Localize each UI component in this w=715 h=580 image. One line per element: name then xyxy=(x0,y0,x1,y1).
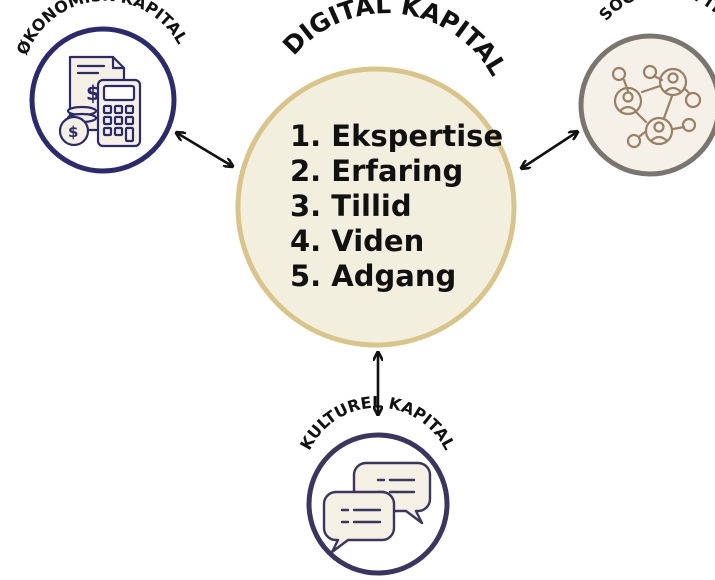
digital-kapital-node: DIGITAL KAPITAL 1. Ekspertise 2. Erfarin… xyxy=(235,0,517,348)
okonomisk-kapital-node: ØKONOMISK KAPITAL $ $ xyxy=(13,0,192,174)
arrow-okonomisk-digital xyxy=(177,133,232,166)
social-kapital-node: SOCIAL KAPITAL xyxy=(578,0,715,177)
svg-text:$: $ xyxy=(86,81,100,105)
chat-bubbles-icon xyxy=(322,461,432,554)
kulturel-kapital-node: KULTUREL KAPITAL xyxy=(296,393,459,576)
svg-text:$: $ xyxy=(68,123,78,141)
social-kapital-circle xyxy=(578,33,715,177)
digital-item-2: 2. Erfaring xyxy=(290,154,463,188)
arrow-digital-social xyxy=(522,132,577,168)
digital-item-1: 1. Ekspertise xyxy=(290,119,503,153)
digital-item-3: 3. Tillid xyxy=(290,189,412,223)
digital-item-4: 4. Viden xyxy=(290,224,424,258)
network-people-icon xyxy=(611,64,702,149)
connector-arrows xyxy=(177,132,577,414)
digital-item-5: 5. Adgang xyxy=(290,259,456,293)
digital-kapital-circle xyxy=(235,66,517,348)
calculator-money-icon: $ $ xyxy=(58,55,142,148)
svg-text:SOCIAL KAPITAL: SOCIAL KAPITAL xyxy=(595,0,715,34)
social-kapital-title: SOCIAL KAPITAL xyxy=(595,0,715,34)
